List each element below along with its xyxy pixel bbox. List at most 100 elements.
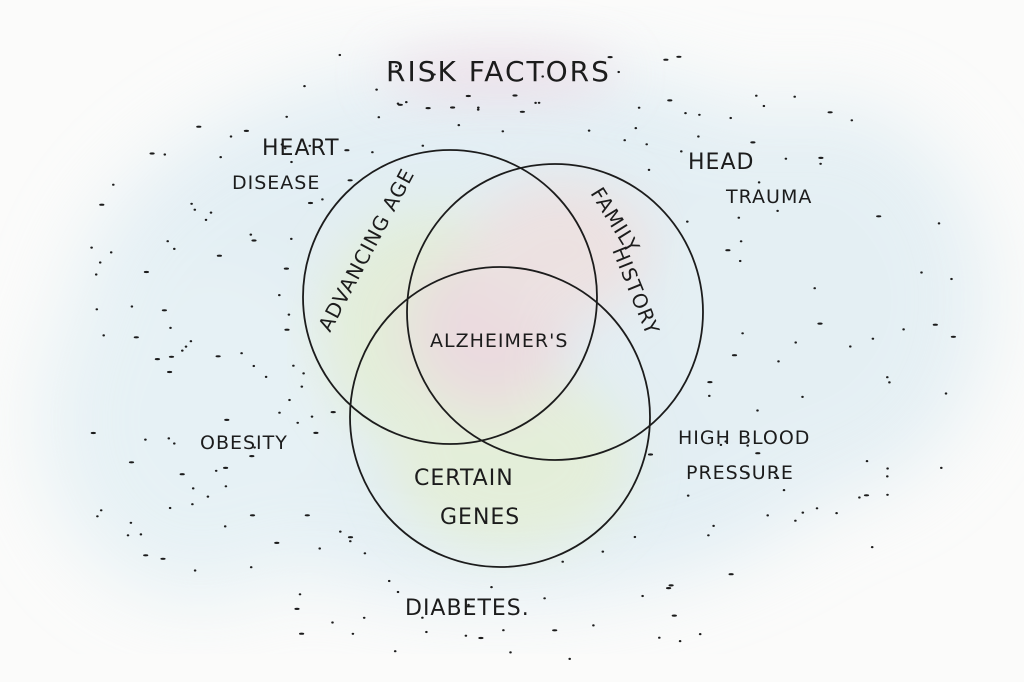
ink-dot bbox=[143, 270, 149, 274]
circle-certain-genes bbox=[349, 266, 651, 568]
ink-dot bbox=[173, 247, 176, 250]
factor-high-blood-pressure-1: HIGH BLOOD bbox=[678, 427, 811, 449]
ink-dot bbox=[251, 239, 257, 242]
ink-dot bbox=[944, 392, 948, 395]
ink-dot bbox=[219, 156, 222, 159]
ink-dot bbox=[707, 534, 710, 537]
ink-dot bbox=[465, 94, 471, 98]
ink-dot bbox=[697, 135, 700, 138]
ink-dot bbox=[161, 309, 167, 312]
ink-dot bbox=[349, 540, 352, 543]
ink-dot bbox=[308, 144, 312, 147]
ink-dot bbox=[902, 328, 905, 331]
ink-dot bbox=[937, 222, 941, 225]
ink-dot bbox=[773, 476, 780, 479]
ink-dot bbox=[240, 352, 243, 355]
ink-dot bbox=[782, 489, 786, 492]
ink-dot bbox=[950, 277, 953, 281]
ink-dot bbox=[321, 198, 324, 201]
ink-dot bbox=[395, 65, 398, 68]
ink-dot bbox=[801, 395, 804, 398]
ink-dot bbox=[130, 305, 134, 308]
ink-dot bbox=[457, 124, 461, 127]
ink-dot bbox=[283, 267, 289, 270]
ink-dot bbox=[886, 376, 889, 379]
ink-dot bbox=[133, 336, 139, 339]
ink-dot bbox=[167, 370, 173, 374]
ink-dot bbox=[641, 594, 644, 598]
ink-dot bbox=[668, 584, 674, 587]
label-advancing-age: ADVANCING AGE bbox=[313, 164, 419, 335]
ink-dot bbox=[375, 88, 378, 91]
ink-dot bbox=[876, 215, 882, 218]
ink-dot bbox=[534, 101, 537, 104]
ink-dot bbox=[193, 208, 197, 211]
ink-dot bbox=[501, 130, 505, 133]
ink-dot bbox=[421, 144, 425, 147]
ink-dot bbox=[637, 106, 641, 109]
ink-dot bbox=[746, 444, 749, 447]
ink-dot bbox=[206, 495, 210, 498]
ink-dot bbox=[561, 560, 564, 563]
ink-dot bbox=[169, 326, 172, 329]
ink-dot bbox=[362, 616, 366, 619]
ink-dot bbox=[393, 650, 397, 653]
ink-dot bbox=[645, 143, 648, 146]
ink-dot bbox=[793, 95, 796, 98]
ink-dot bbox=[425, 107, 431, 110]
diagram-title: RISK FACTORS bbox=[386, 55, 611, 88]
ink-dot bbox=[168, 506, 172, 510]
factor-heart-disease-2: DISEASE bbox=[232, 172, 321, 194]
ink-dot bbox=[98, 261, 102, 264]
ink-dot bbox=[283, 147, 287, 150]
ink-dot bbox=[543, 597, 546, 600]
ink-dot bbox=[179, 473, 185, 476]
ink-dot bbox=[725, 249, 731, 252]
ink-dot bbox=[252, 364, 256, 368]
ink-dot bbox=[737, 216, 741, 219]
ink-dot bbox=[766, 514, 769, 517]
ink-dot bbox=[224, 485, 228, 488]
ink-dot bbox=[776, 209, 779, 212]
ink-dot bbox=[739, 240, 743, 243]
ink-dot bbox=[168, 355, 175, 358]
ink-dot bbox=[476, 108, 480, 111]
ink-dot bbox=[430, 73, 436, 76]
ink-dot bbox=[728, 573, 734, 576]
ink-dot bbox=[886, 467, 889, 470]
ink-dot bbox=[684, 112, 687, 115]
ink-dot bbox=[160, 557, 166, 560]
ink-dot bbox=[801, 511, 805, 514]
ink-dot bbox=[850, 119, 854, 122]
ink-dot bbox=[223, 525, 227, 528]
ink-dot bbox=[90, 246, 93, 249]
ink-dot bbox=[509, 651, 512, 654]
ink-dot bbox=[278, 411, 281, 414]
ink-dot bbox=[686, 220, 689, 223]
circle-family-history bbox=[406, 163, 704, 461]
ink-dot bbox=[863, 494, 870, 497]
ink-dot bbox=[144, 438, 147, 441]
ink-dot bbox=[572, 64, 575, 67]
ink-dot bbox=[871, 337, 875, 340]
factor-obesity: OBESITY bbox=[200, 432, 288, 454]
ink-dot bbox=[707, 381, 713, 384]
ink-dot bbox=[647, 453, 654, 456]
ink-dot bbox=[285, 115, 289, 118]
ink-dot bbox=[99, 203, 105, 206]
ink-dot bbox=[817, 322, 823, 325]
ink-dot bbox=[750, 141, 756, 144]
ink-dot bbox=[755, 94, 758, 97]
label-certain-genes-1: CERTAIN bbox=[414, 466, 514, 491]
ink-dot bbox=[96, 515, 99, 518]
ink-dot bbox=[166, 240, 169, 243]
ink-dot bbox=[886, 493, 889, 496]
ink-dot bbox=[126, 534, 130, 537]
ink-dot bbox=[387, 579, 391, 583]
ink-dot bbox=[249, 566, 253, 569]
ink-dot bbox=[149, 152, 155, 155]
ink-dot bbox=[249, 455, 255, 458]
ink-dot bbox=[371, 151, 374, 154]
ink-dot bbox=[552, 629, 558, 632]
